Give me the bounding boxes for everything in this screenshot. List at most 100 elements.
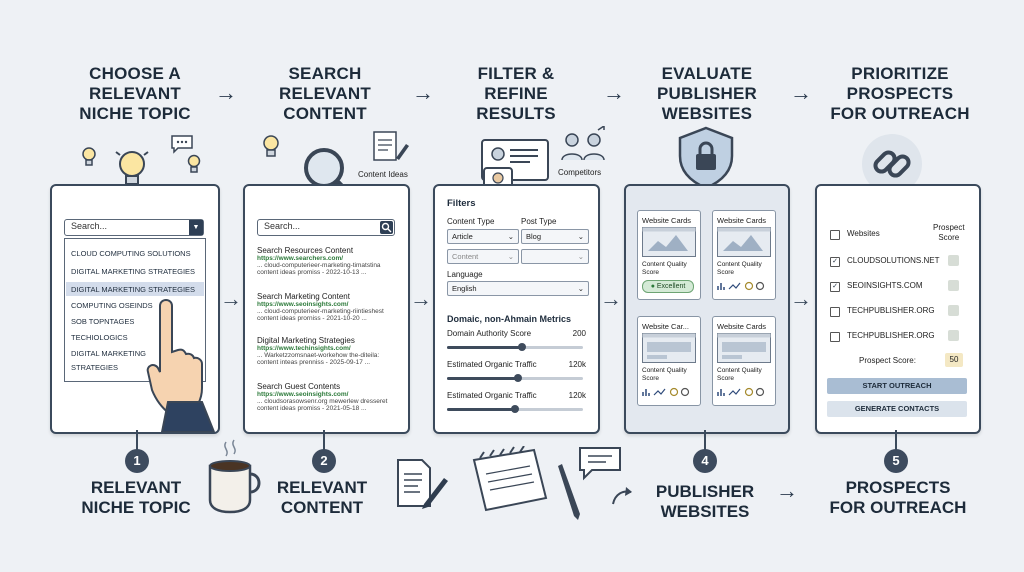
document-pen-icon [373,131,409,161]
profile-card-icon [481,139,549,195]
site-checkbox[interactable] [830,332,840,342]
search-result[interactable]: Search Resources Content https://www.sea… [257,246,381,276]
site-checkbox[interactable]: ✓ [830,282,840,292]
list-item[interactable]: TECHIOLOGICS [71,333,128,342]
post-type-select[interactable]: Blog⌄ [521,229,589,244]
content-ideas-label: Content Ideas [358,170,408,179]
competitors-label: Competitors [558,168,602,177]
chevron-down-icon: ⌄ [507,232,514,241]
step-number-badge: 1 [125,449,149,473]
coffee-mug-icon [208,439,261,514]
website-card[interactable]: Website Cards Content Quality Score [712,210,776,300]
list-item[interactable]: COMPUTING OSEINDS [71,301,153,310]
metric-slider[interactable] [447,343,583,351]
website-card[interactable]: Website Car... Content Quality Score [637,316,701,406]
slider-handle[interactable] [511,405,519,413]
select-all-checkbox[interactable] [830,230,840,240]
metric-label: Domain Authority Score [447,329,532,338]
language-label: Language [447,270,483,279]
search-result[interactable]: Digital Marketing Strategies https://www… [257,336,380,366]
arrow-right-icon: → [776,478,798,503]
search-icon[interactable] [380,221,393,234]
content-select[interactable]: Content⌄ [447,249,519,264]
pointing-hand-icon [146,299,216,432]
content-search-input[interactable]: Search... [257,219,395,236]
post-type-label: Post Type [521,217,557,226]
document-pen-icon [397,459,448,509]
shield-lock-icon [678,126,734,190]
lightbulb-icon [263,135,279,157]
slider-handle[interactable] [513,374,522,382]
step-connector [704,430,706,450]
list-item[interactable]: SOB TOPNTAGES [71,317,135,326]
start-outreach-button[interactable]: START OUTREACH [827,378,967,394]
slider-handle[interactable] [517,343,526,351]
slider-fill [447,346,522,349]
website-card[interactable]: Website Cards Content Quality Score ● Ex… [637,210,701,300]
step-number-badge: 5 [884,449,908,473]
dropdown-toggle-icon[interactable]: ▼ [189,220,203,235]
search-result[interactable]: Search Guest Contents https://www.seoins… [257,382,388,412]
metric-icons [642,387,690,397]
small-lightbulb-icon [187,154,201,173]
prospect-score-label: Prospect Score: [859,356,916,365]
list-item-highlighted[interactable]: DIGITAL MARKETING STRATEGIES [66,282,204,296]
arrow-right-icon: → [603,80,625,105]
generate-contacts-button[interactable]: GENERATE CONTACTS [827,401,967,417]
list-item[interactable]: STRATEGIES [71,363,118,372]
arrow-right-icon: → [600,286,622,311]
chevron-down-icon: ⌄ [577,252,584,261]
arrow-right-icon: → [790,286,812,311]
site-name: TECHPUBLISHER.ORG [847,306,935,315]
website-card[interactable]: Website Cards Content Quality Score [712,316,776,406]
chat-bubble-icon [579,447,621,481]
empty-select[interactable]: ⌄ [521,249,589,264]
language-select[interactable]: English⌄ [447,281,589,296]
webpage-thumbnail-icon [717,227,771,257]
chevron-down-icon: ⌄ [507,252,514,261]
metric-slider[interactable] [447,374,583,382]
metric-value: 120k [568,360,586,369]
score-box [948,280,959,291]
webpage-thumbnail-icon [642,227,696,257]
metric-icons [717,387,765,397]
step-connector [323,430,325,450]
site-checkbox[interactable] [830,307,840,317]
step-connector [136,430,138,450]
arrow-right-icon: → [220,286,242,311]
arrow-right-icon: → [412,80,434,105]
panel-niche-topic: Search... ▼ CLOUD COMPUTING SOLUTIONS DI… [50,184,220,434]
pen-icon [558,464,580,520]
arrow-right-icon: → [215,80,237,105]
prospect-score-value: 50 [945,353,963,367]
list-item[interactable]: DIGITAL MARKETING [71,349,147,358]
content-type-label: Content Type [447,217,495,226]
arrow-right-icon: → [410,286,432,311]
score-box [948,305,959,316]
score-box [948,255,959,266]
metric-icons [717,281,765,291]
site-checkbox[interactable]: ✓ [830,257,840,267]
curved-arrow-icon [612,487,632,505]
step-connector [895,430,897,450]
site-name: CLOUDSOLUTIONS.NET [847,256,940,265]
content-type-select[interactable]: Article⌄ [447,229,519,244]
list-item[interactable]: CLOUD COMPUTING SOLUTIONS [71,249,191,258]
metric-label: Estimated Organic Traffic [447,360,537,369]
site-name: SEOINSIGHTS.COM [847,281,923,290]
metric-slider[interactable] [447,405,583,413]
chevron-down-icon: ⌄ [577,284,584,293]
search-result[interactable]: Search Marketing Content https://www.seo… [257,292,384,322]
metric-value: 120k [568,391,586,400]
list-item[interactable]: DIGITAL MARKETING STRATEGIES [71,267,196,276]
niche-search-input[interactable]: Search... ▼ [64,219,204,236]
step-number-badge: 4 [693,449,717,473]
